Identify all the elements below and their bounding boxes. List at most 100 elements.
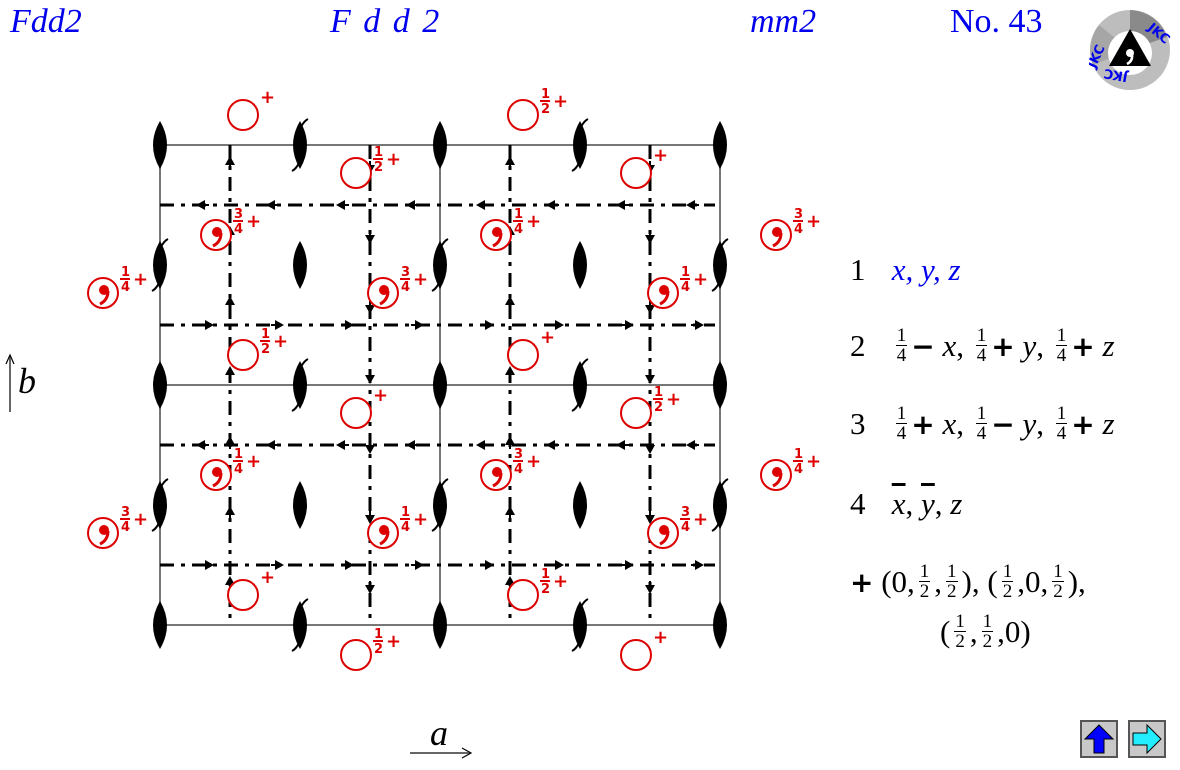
glide-plane-vertical bbox=[365, 145, 375, 625]
svg-text:4: 4 bbox=[794, 462, 803, 477]
position-circle-icon: + bbox=[507, 327, 555, 371]
svg-text:1: 1 bbox=[541, 567, 550, 582]
svg-text:+: + bbox=[526, 211, 541, 232]
up-button[interactable] bbox=[1080, 720, 1118, 758]
svg-text:4: 4 bbox=[514, 462, 523, 477]
svg-text:1: 1 bbox=[261, 327, 270, 342]
twofold-screw-axis-icon bbox=[291, 118, 309, 172]
svg-text:4: 4 bbox=[514, 222, 523, 237]
svg-text:1: 1 bbox=[234, 447, 243, 462]
position-circle-icon: 12+ bbox=[340, 145, 401, 189]
position-enantiomorph-icon: 14+ bbox=[647, 265, 708, 309]
twofold-screw-axis-icon bbox=[571, 358, 589, 412]
svg-text:1: 1 bbox=[541, 87, 550, 102]
svg-text:+: + bbox=[246, 211, 261, 232]
glide-plane-horizontal bbox=[160, 560, 715, 570]
svg-text:+: + bbox=[260, 87, 275, 108]
svg-text:4: 4 bbox=[681, 520, 690, 535]
twofold-axis-icon bbox=[433, 361, 447, 409]
svg-text:4: 4 bbox=[121, 280, 130, 295]
twofold-axis-icon bbox=[573, 481, 587, 529]
svg-text:JKC: JKC bbox=[1103, 65, 1130, 84]
svg-text:4: 4 bbox=[401, 520, 410, 535]
svg-text:4: 4 bbox=[234, 222, 243, 237]
twofold-axis-icon bbox=[153, 121, 167, 169]
twofold-axis-icon bbox=[433, 121, 447, 169]
twofold-screw-axis-icon bbox=[571, 598, 589, 652]
svg-text:+: + bbox=[386, 631, 401, 652]
svg-text:+: + bbox=[413, 269, 428, 290]
svg-text:+: + bbox=[806, 451, 821, 472]
twofold-screw-axis-icon bbox=[291, 358, 309, 412]
svg-text:2: 2 bbox=[374, 642, 383, 657]
position-enantiomorph-icon: 34+ bbox=[647, 505, 708, 549]
svg-text:+: + bbox=[540, 327, 555, 348]
svg-text:2: 2 bbox=[654, 400, 663, 415]
next-button[interactable] bbox=[1128, 720, 1166, 758]
position-circle-icon: + bbox=[620, 627, 668, 671]
arrow-right-icon bbox=[410, 747, 473, 759]
glide-plane-horizontal bbox=[160, 320, 715, 330]
svg-text:+: + bbox=[373, 385, 388, 406]
svg-text:+: + bbox=[260, 567, 275, 588]
position-circle-icon: 12+ bbox=[507, 87, 568, 131]
position-enantiomorph-icon: 34+ bbox=[200, 207, 261, 251]
svg-text:1: 1 bbox=[374, 627, 383, 642]
svg-text:3: 3 bbox=[681, 505, 690, 520]
position-enantiomorph-icon: 14+ bbox=[480, 207, 541, 251]
twofold-axis-icon bbox=[153, 361, 167, 409]
svg-text:2: 2 bbox=[541, 582, 550, 597]
twofold-axis-icon bbox=[573, 241, 587, 289]
svg-text:2: 2 bbox=[261, 342, 270, 357]
svg-text:1: 1 bbox=[121, 265, 130, 280]
svg-text:+: + bbox=[653, 145, 668, 166]
svg-text:4: 4 bbox=[794, 222, 803, 237]
svg-text:4: 4 bbox=[401, 280, 410, 295]
svg-text:+: + bbox=[666, 389, 681, 410]
twofold-axis-icon bbox=[713, 601, 727, 649]
svg-text:+: + bbox=[526, 451, 541, 472]
twofold-screw-axis-icon bbox=[151, 478, 169, 532]
svg-text:1: 1 bbox=[681, 265, 690, 280]
position-enantiomorph-icon: 34+ bbox=[87, 505, 148, 549]
twofold-screw-axis-icon bbox=[291, 598, 309, 652]
twofold-screw-axis-icon bbox=[431, 478, 449, 532]
twofold-axis-icon bbox=[293, 481, 307, 529]
position-circle-icon: + bbox=[227, 567, 275, 611]
twofold-axis-icon bbox=[713, 361, 727, 409]
twofold-axis-icon bbox=[293, 241, 307, 289]
svg-text:4: 4 bbox=[121, 520, 130, 535]
svg-text:2: 2 bbox=[541, 102, 550, 117]
position-circle-icon: 12+ bbox=[507, 567, 568, 611]
svg-text:3: 3 bbox=[401, 265, 410, 280]
svg-text:3: 3 bbox=[794, 207, 803, 222]
short-hm-symbol: Fdd2 bbox=[10, 3, 82, 40]
svg-text:+: + bbox=[386, 149, 401, 170]
svg-text:+: + bbox=[553, 571, 568, 592]
position-circle-icon: + bbox=[340, 385, 388, 429]
svg-text:+: + bbox=[133, 269, 148, 290]
arrow-up-icon bbox=[5, 353, 15, 412]
twofold-screw-axis-icon bbox=[711, 238, 729, 292]
position-enantiomorph-icon: 14+ bbox=[87, 265, 148, 309]
svg-text:1: 1 bbox=[374, 145, 383, 160]
svg-text:1: 1 bbox=[794, 447, 803, 462]
svg-text:4: 4 bbox=[234, 462, 243, 477]
svg-text:+: + bbox=[553, 91, 568, 112]
operation-4: 4 x, y, z bbox=[850, 486, 963, 521]
glide-plane-horizontal bbox=[160, 440, 715, 450]
glide-plane-vertical bbox=[225, 145, 235, 625]
position-enantiomorph-icon: 34+ bbox=[760, 207, 821, 251]
svg-text:+: + bbox=[246, 451, 261, 472]
position-circle-icon: 12+ bbox=[340, 627, 401, 671]
svg-text:+: + bbox=[273, 331, 288, 352]
jkc-logo-icon: JKC JKC JKC bbox=[1089, 10, 1171, 90]
svg-text:1: 1 bbox=[514, 207, 523, 222]
space-group-number: No. 43 bbox=[950, 3, 1043, 40]
position-enantiomorph-icon: 14+ bbox=[760, 447, 821, 491]
